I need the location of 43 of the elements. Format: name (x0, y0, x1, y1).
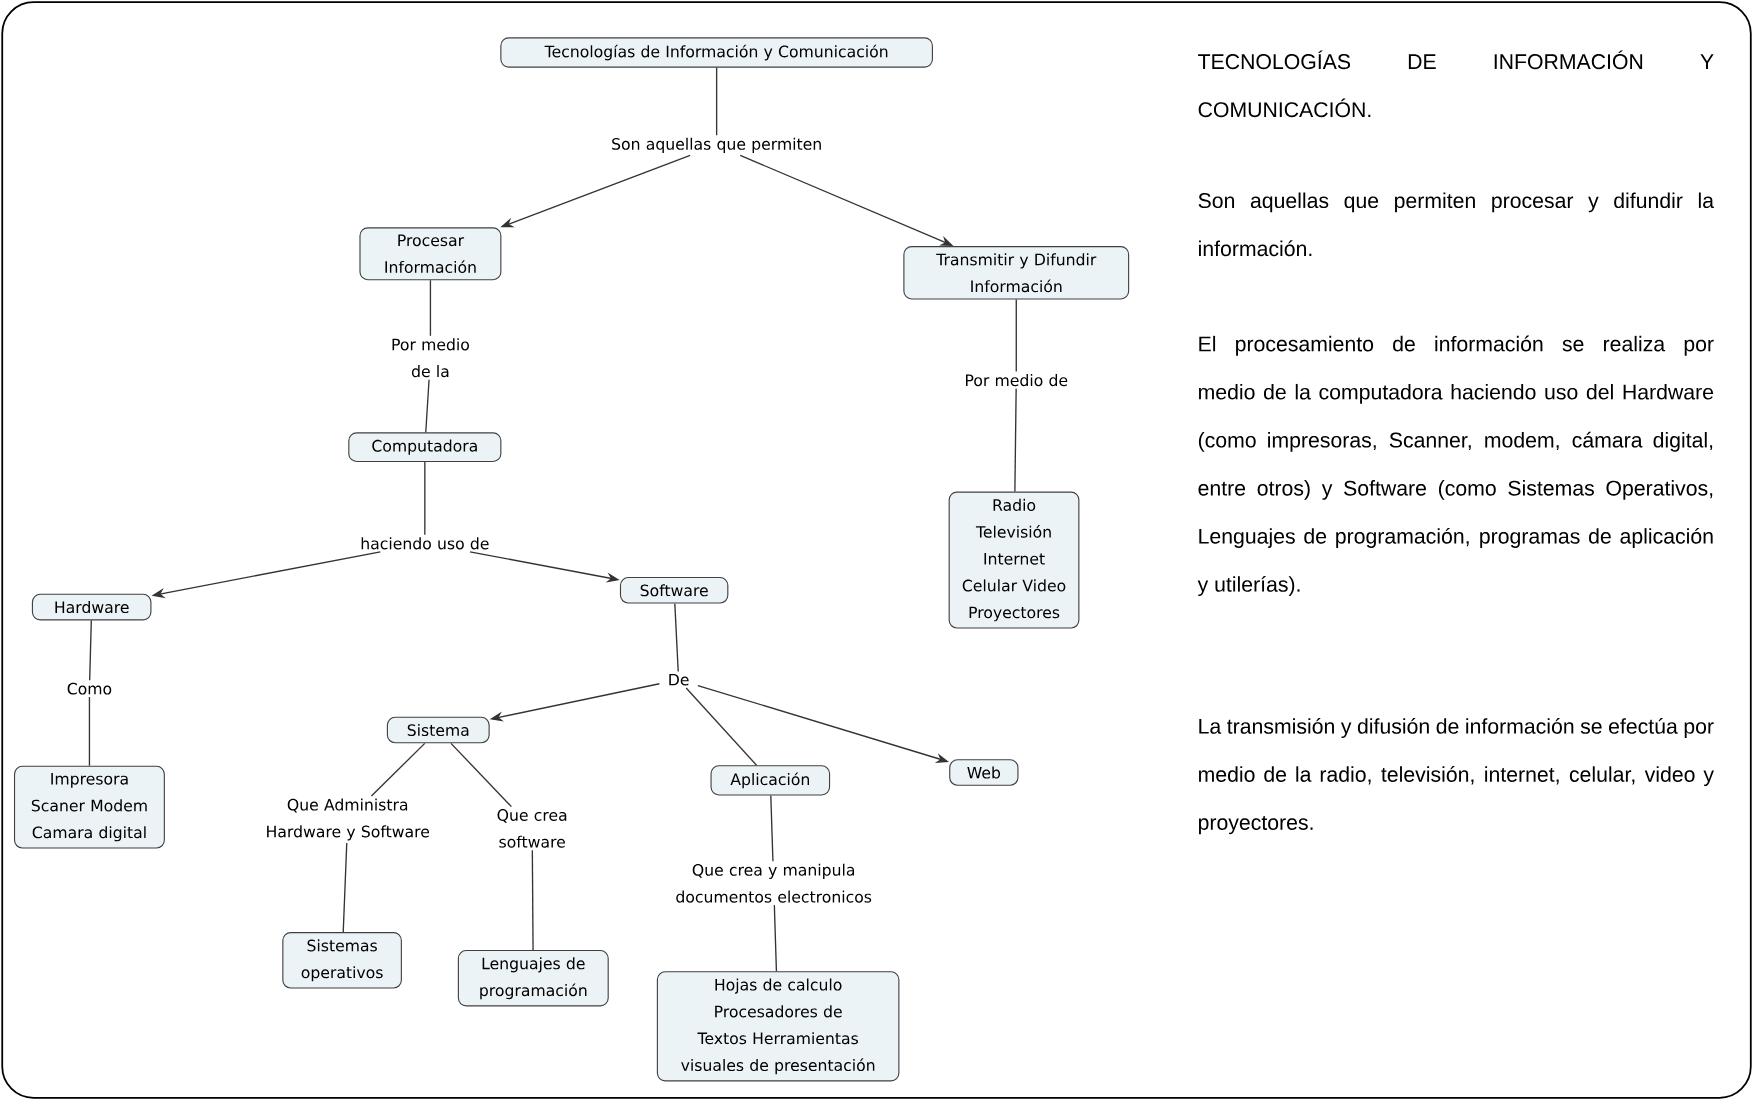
concept-box: Web (949, 759, 1019, 786)
concept-box: Transmitir y Difundir Información (903, 246, 1130, 300)
connector-line (715, 66, 718, 136)
connector-line (1015, 298, 1017, 373)
connector-line (770, 794, 774, 862)
concept-box: Hojas de calculo Procesadores de Textos Herramientas visuales de presentación (656, 971, 900, 1082)
concept-box: Lenguajes de programación (457, 949, 609, 1007)
connector-line (429, 279, 432, 337)
concept-box: Procesar Información (359, 227, 502, 281)
linking-phrase: Son aquellas que permiten (612, 137, 821, 153)
linking-phrase: Que crea y manipula documentos electronicos (676, 863, 872, 903)
paragraph: El procesamiento de información se realiza por medio de la computadora haciendo uso del Hardware (como impresoras, Scanner, modem, cámara digital, entre otros) y Software (como Sistemas Operativos, Lenguajes de programación, programas de aplicación y utilerías). (1197, 335, 1714, 596)
connector-line (773, 904, 778, 972)
linking-phrase: Como (67, 682, 112, 695)
linking-phrase: haciendo uso de (361, 537, 489, 550)
paragraph: La transmisión y difusión de información se efectúa por medio de la radio, televisión, internet, celular, video y proyectores. (1198, 717, 1714, 835)
heading: TECNOLOGÍAS DE INFORMACIÓN Y COMUNICACIÓN. (1198, 50, 1714, 118)
concept-box: Sistemas operativos (282, 932, 402, 989)
connector-line (424, 461, 426, 536)
concept-box: Computadora (348, 432, 502, 462)
concept-box: Hardware (31, 593, 152, 621)
paragraph: Son aquellas que permiten procesar y difundir la información. (1198, 192, 1714, 257)
connector-line (342, 842, 348, 933)
concept-box: Impresora Scaner Modem Camara digital (13, 765, 165, 849)
connector-line (370, 742, 426, 797)
linking-phrase: Por medio de la (392, 338, 469, 378)
connector-line (88, 696, 91, 767)
linking-phrase: Que Administra Hardware y Software (267, 798, 429, 841)
concept-box: Radio Televisión Internet Celular Video Proyectores (948, 491, 1080, 629)
connector-line (425, 378, 430, 433)
connector-line (450, 742, 513, 808)
linking-phrase: Por medio de (966, 374, 1068, 387)
connector-line (89, 619, 92, 681)
connector-line (674, 602, 679, 673)
linking-phrase: De (669, 673, 689, 686)
concept-box: Tecnologías de Información y Comunicación (500, 37, 933, 68)
concept-box: Aplicación (710, 765, 831, 796)
connector-line (1014, 387, 1017, 493)
linking-phrase: Que crea software (497, 809, 567, 848)
connector-line (531, 849, 534, 951)
concept-box: Software (619, 576, 729, 604)
concept-box: Sistema (386, 716, 490, 744)
connector-line (685, 687, 758, 766)
